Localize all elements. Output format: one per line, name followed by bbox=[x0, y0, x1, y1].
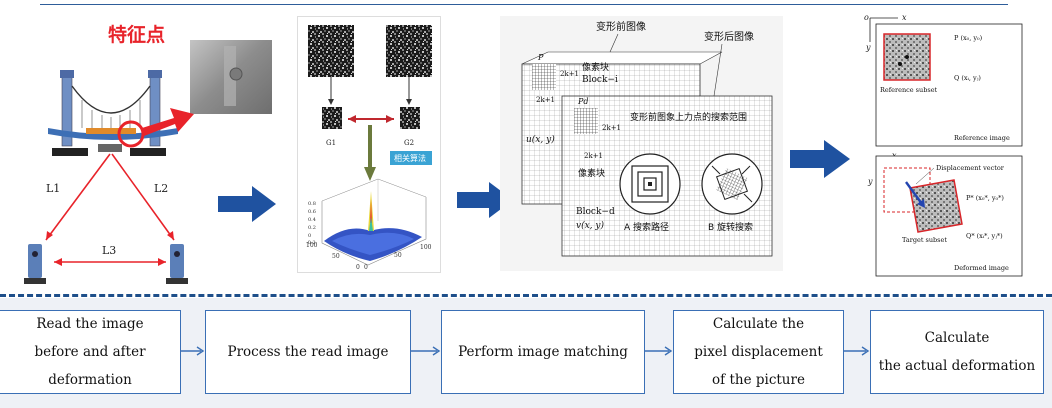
deformed-image-caption: Deformed image bbox=[954, 264, 1009, 272]
flow-step-text: Process the read image bbox=[227, 344, 389, 360]
label-l3: L3 bbox=[102, 244, 116, 257]
total-station-right-icon bbox=[166, 244, 188, 284]
block-i-label: Block−i bbox=[582, 75, 618, 85]
before-image-label: 变形前图像 bbox=[596, 20, 646, 33]
bridge-survey-panel: L1 L2 L3 bbox=[24, 40, 272, 284]
flow-arrow-icon bbox=[844, 346, 870, 356]
displacement-vector-label: Displacement vector bbox=[936, 164, 1005, 172]
deformed-image-diagram: x y Displacement vector P* (x₀*, y₀*) Q*… bbox=[867, 151, 1023, 277]
point-p-label: P (x₀, y₀) bbox=[954, 34, 983, 42]
flow-step-pixel-displacement: Calculate the pixel displacement of the … bbox=[673, 310, 844, 394]
stage-arrow-3-icon bbox=[790, 140, 850, 178]
block-size-label: 2k+1 bbox=[584, 152, 603, 160]
target-subset-label: Target subset bbox=[902, 236, 947, 244]
feature-pointer-arrow bbox=[142, 108, 194, 136]
plot-x-tick: 50 bbox=[394, 252, 402, 259]
speckle-image-after bbox=[386, 25, 432, 77]
flow-step-text: the actual deformation bbox=[878, 358, 1036, 374]
x-axis-label: x bbox=[902, 13, 907, 22]
plot-x-tick: 0 bbox=[364, 264, 368, 271]
plot-z-tick: 0.4 bbox=[308, 217, 316, 223]
target-subset bbox=[909, 179, 963, 233]
reference-subset-label: Reference subset bbox=[880, 86, 938, 94]
plot-z-tick: 0.8 bbox=[308, 201, 316, 207]
v-xy-label: v(x, y) bbox=[576, 220, 604, 231]
flow-step-read-image: Read the image before and after deformat… bbox=[0, 310, 181, 394]
label-l2: L2 bbox=[154, 182, 168, 195]
search-range-label: 变形前图象上力点的搜索范围 bbox=[630, 111, 747, 123]
line-l1 bbox=[45, 153, 111, 241]
stage-arrow-1-icon bbox=[218, 186, 276, 222]
plot-z-tick: 0 bbox=[308, 233, 311, 239]
rotation-search-b-label: B 旋转搜索 bbox=[708, 221, 753, 233]
y-axis-label: y bbox=[865, 43, 871, 52]
search-path-a-icon bbox=[619, 153, 681, 215]
reference-image-caption: Reference image bbox=[954, 134, 1010, 142]
pixel-block-label: 像素块 bbox=[582, 61, 609, 73]
plot-z-tick: -0.2 bbox=[306, 240, 316, 246]
point-p-label: P bbox=[537, 53, 544, 62]
correlation-panel: G1 G2 相关算法 100 50 0 0 50 100 0.8 0.6 0.4… bbox=[297, 16, 441, 273]
stage-arrow-2-icon bbox=[457, 182, 513, 218]
speckle-image-before bbox=[308, 25, 354, 77]
dashed-separator bbox=[0, 294, 1052, 297]
flow-step-image-matching: Perform image matching bbox=[441, 310, 645, 394]
point-p-star-label: P* (x₀*, y₀*) bbox=[966, 194, 1004, 202]
flow-arrow-icon bbox=[181, 346, 205, 356]
block-size-label: 2k+1 bbox=[602, 124, 621, 132]
plot-y-tick: 100 bbox=[306, 242, 318, 249]
flow-step-text: Perform image matching bbox=[458, 344, 628, 360]
flow-arrow-icon bbox=[411, 346, 441, 356]
subset-g2 bbox=[400, 107, 420, 129]
block-matching-panel: 变形前图像 变形后图像 P 2k+1 像素块 Block−i 2k+1 u(x,… bbox=[500, 16, 783, 271]
block-size-label: 2k+1 bbox=[536, 96, 555, 104]
correlation-surface-plot bbox=[321, 178, 427, 266]
plot-z-tick: 0.2 bbox=[308, 225, 316, 231]
search-path-a-label: A 搜索路径 bbox=[624, 221, 669, 233]
after-image-label: 变形后图像 bbox=[704, 30, 754, 43]
block-d-label: Block−d bbox=[576, 207, 615, 217]
point-q-label: Q (xᵢ, yⱼ) bbox=[954, 74, 981, 82]
pixel-block-label-2: 像素块 bbox=[578, 167, 605, 179]
reference-subset bbox=[883, 33, 931, 81]
u-xy-label: u(x, y) bbox=[526, 134, 555, 145]
origin-label: o bbox=[864, 13, 869, 22]
bridge-illustration bbox=[48, 70, 178, 156]
total-station-left-icon bbox=[24, 244, 46, 284]
flow-step-actual-deformation: Calculate the actual deformation bbox=[870, 310, 1044, 394]
plot-z-tick: 0.6 bbox=[308, 209, 316, 215]
flow-step-text: of the picture bbox=[712, 372, 805, 388]
line-l2 bbox=[111, 153, 175, 241]
label-g2: G2 bbox=[404, 139, 414, 147]
label-g1: G1 bbox=[326, 139, 336, 147]
flow-arrow-icon bbox=[645, 346, 673, 356]
y-axis-label: y bbox=[867, 177, 873, 186]
subset-g1 bbox=[322, 107, 342, 129]
algorithm-tag-label: 相关算法 bbox=[394, 153, 426, 163]
algorithm-tag bbox=[390, 151, 432, 165]
plot-y-tick: 0 bbox=[356, 264, 360, 271]
flow-step-text: Read the image bbox=[36, 316, 144, 332]
flow-step-text: Calculate bbox=[924, 330, 990, 346]
point-pd-label: Pd bbox=[577, 97, 589, 106]
flow-step-text: pixel displacement bbox=[694, 344, 823, 360]
plot-y-tick: 50 bbox=[332, 253, 340, 260]
feature-point-title: 特征点 bbox=[108, 24, 166, 46]
x-axis-label: x bbox=[892, 151, 897, 160]
point-q-star-label: Q* (xᵢ*, yⱼ*) bbox=[966, 232, 1003, 240]
rotation-search-b-icon bbox=[701, 153, 763, 215]
top-rule bbox=[40, 4, 1008, 5]
reference-image-diagram: o x y P (x₀, y₀) Q (xᵢ, yⱼ) Reference su… bbox=[864, 13, 1023, 147]
plot-x-tick: 100 bbox=[420, 244, 432, 251]
block-size-label: 2k+1 bbox=[560, 70, 579, 78]
label-l1: L1 bbox=[46, 182, 60, 195]
feature-marker-circle bbox=[117, 120, 145, 148]
flow-step-process-image: Process the read image bbox=[205, 310, 411, 394]
flow-step-text: Calculate the bbox=[712, 316, 805, 332]
flow-step-text: before and after deformation bbox=[34, 344, 146, 388]
